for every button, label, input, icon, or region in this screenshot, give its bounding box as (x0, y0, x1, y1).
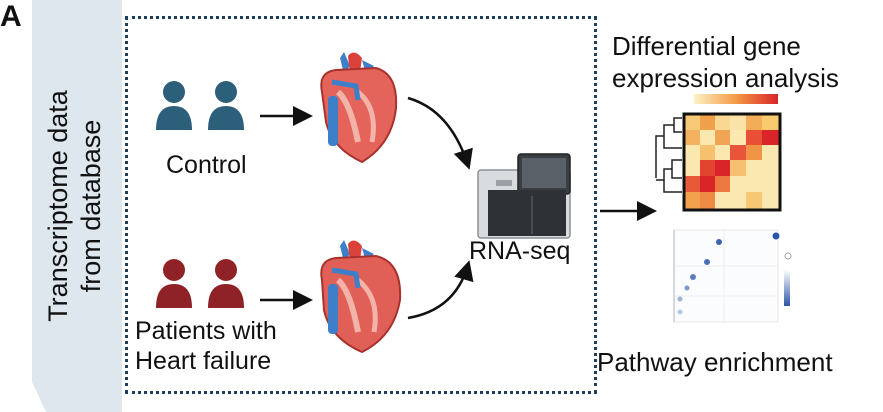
pathway-label: Pathway enrichment (597, 347, 833, 377)
dataset-box (125, 16, 597, 394)
dge-title: Differential gene expression analysis (612, 31, 839, 93)
arrow-icon (407, 96, 473, 170)
sequencer-icon (477, 153, 571, 239)
sequencer-label: RNA-seq (469, 237, 571, 265)
dot-plot-icon (673, 229, 792, 323)
control-people (156, 81, 244, 130)
person-icon (156, 259, 192, 308)
patients-label: Patients with Heart failure (135, 317, 277, 375)
arrow-icon (407, 260, 474, 320)
heatmap-icon (655, 94, 782, 212)
heart-icon (320, 52, 398, 164)
heart-icon (320, 240, 402, 354)
person-icon (208, 81, 244, 130)
person-icon (208, 259, 244, 308)
person-icon (156, 81, 192, 130)
patient-people (156, 259, 244, 308)
control-label: Control (166, 151, 247, 179)
